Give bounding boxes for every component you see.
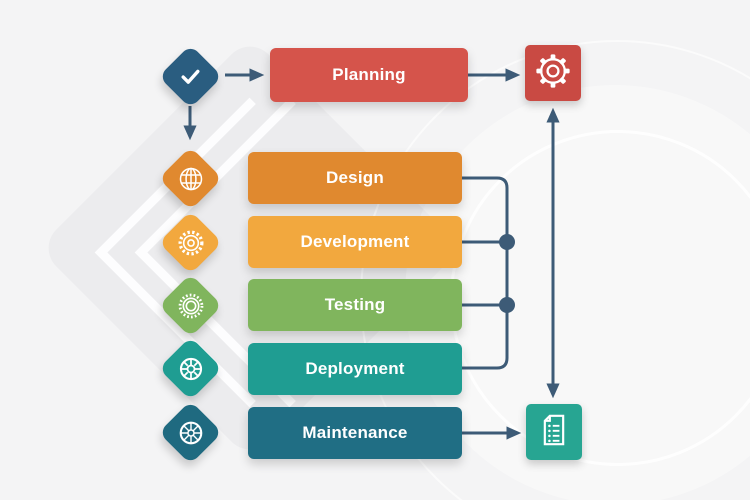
stage-label-deployment: Deployment bbox=[305, 359, 405, 378]
node-maintenance bbox=[158, 400, 223, 465]
node-deployment bbox=[158, 336, 223, 401]
cog-wheel-icon bbox=[168, 346, 213, 391]
stage-label-maintenance: Maintenance bbox=[302, 423, 408, 442]
process-endpoint-box bbox=[525, 45, 581, 101]
stage-bar-deployment: Deployment bbox=[248, 343, 462, 395]
node-testing bbox=[158, 273, 223, 338]
globe-icon bbox=[168, 156, 213, 201]
node-development bbox=[158, 210, 223, 275]
stage-label-design: Design bbox=[326, 168, 384, 187]
junction-dot bbox=[499, 234, 515, 250]
gear-circle-icon bbox=[168, 220, 213, 265]
stage-bar-planning: Planning bbox=[270, 48, 468, 102]
stage-label-development: Development bbox=[300, 232, 410, 251]
gear-icon bbox=[532, 50, 574, 97]
stage-bar-testing: Testing bbox=[248, 279, 462, 331]
stage-bar-design: Design bbox=[248, 152, 462, 204]
connector-bus-design-deployment bbox=[462, 176, 509, 370]
ship-wheel-icon bbox=[168, 410, 213, 455]
node-design bbox=[158, 146, 223, 211]
document-endpoint-box bbox=[526, 404, 582, 460]
stage-bar-maintenance: Maintenance bbox=[248, 407, 462, 459]
document-icon bbox=[534, 410, 574, 455]
check-icon bbox=[168, 54, 213, 99]
stage-label-testing: Testing bbox=[324, 295, 386, 314]
node-planning bbox=[158, 44, 223, 109]
junction-dot bbox=[499, 297, 515, 313]
stage-bar-development: Development bbox=[248, 216, 462, 268]
gear-ring-icon bbox=[168, 283, 213, 328]
stage-label-planning: Planning bbox=[332, 65, 406, 84]
